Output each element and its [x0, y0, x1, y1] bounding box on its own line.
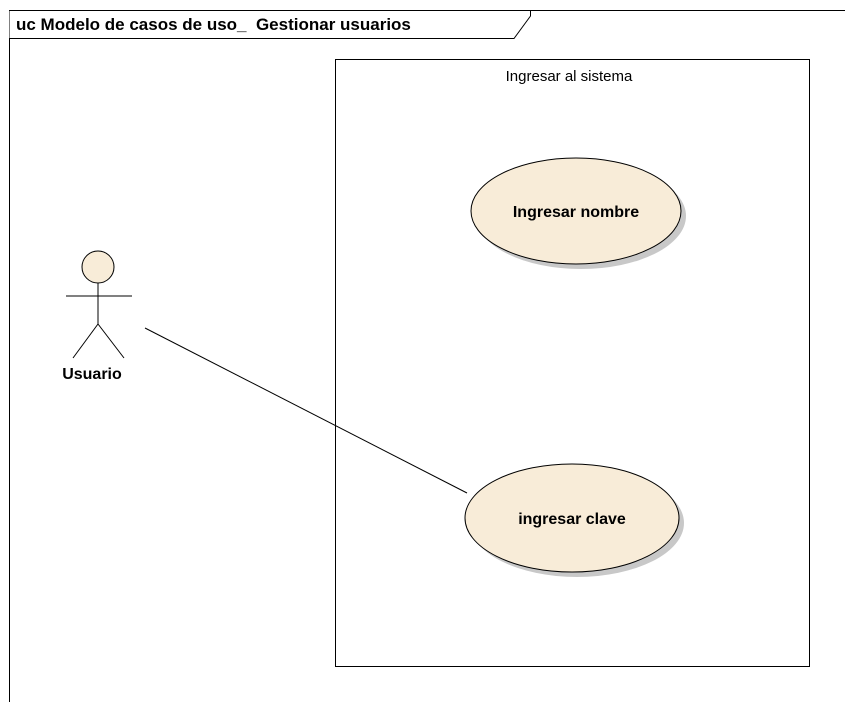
actor-left-leg — [72, 323, 99, 359]
use-case-ingresar-clave[interactable]: ingresar clave — [464, 463, 684, 577]
actor-usuario[interactable]: Usuario — [62, 250, 132, 383]
system-boundary-label: Ingresar al sistema — [506, 68, 633, 85]
use-case-label: ingresar clave — [518, 511, 626, 528]
use-case-ingresar-nombre[interactable]: Ingresar nombre — [470, 157, 686, 269]
frame-title-tab — [9, 10, 531, 39]
frame-title: uc Modelo de casos de uso_ Gestionar usu… — [16, 15, 411, 34]
use-case-label: Ingresar nombre — [513, 204, 639, 221]
stick-figure-actor-icon — [66, 250, 132, 359]
actor-right-leg — [97, 323, 125, 359]
use-case-ellipse — [470, 157, 682, 265]
use-case-ellipse — [464, 463, 680, 573]
actor-name: Usuario — [62, 366, 122, 383]
actor-head — [81, 250, 115, 284]
association-line — [144, 327, 468, 494]
